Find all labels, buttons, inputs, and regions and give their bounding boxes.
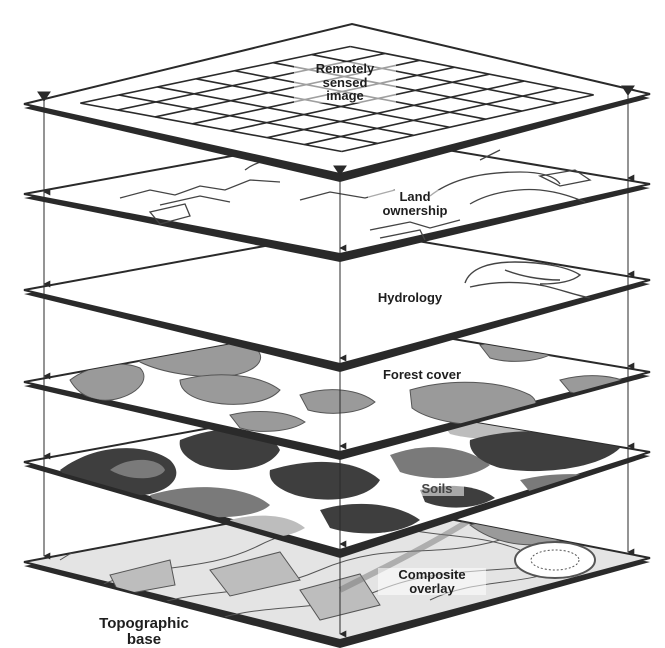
- label-hydrology: Hydrology: [360, 291, 460, 305]
- label-soils: Soils: [410, 482, 464, 496]
- label-composite-overlay: Composite overlay: [378, 568, 486, 595]
- label-forest-cover: Forest cover: [368, 368, 476, 382]
- label-topographic-base: Topographic base: [84, 616, 204, 648]
- remotely-sensed-image-layer: [24, 24, 650, 182]
- label-remotely-sensed-image: Remotely sensed image: [294, 62, 396, 103]
- label-land-ownership: Land ownership: [368, 190, 462, 217]
